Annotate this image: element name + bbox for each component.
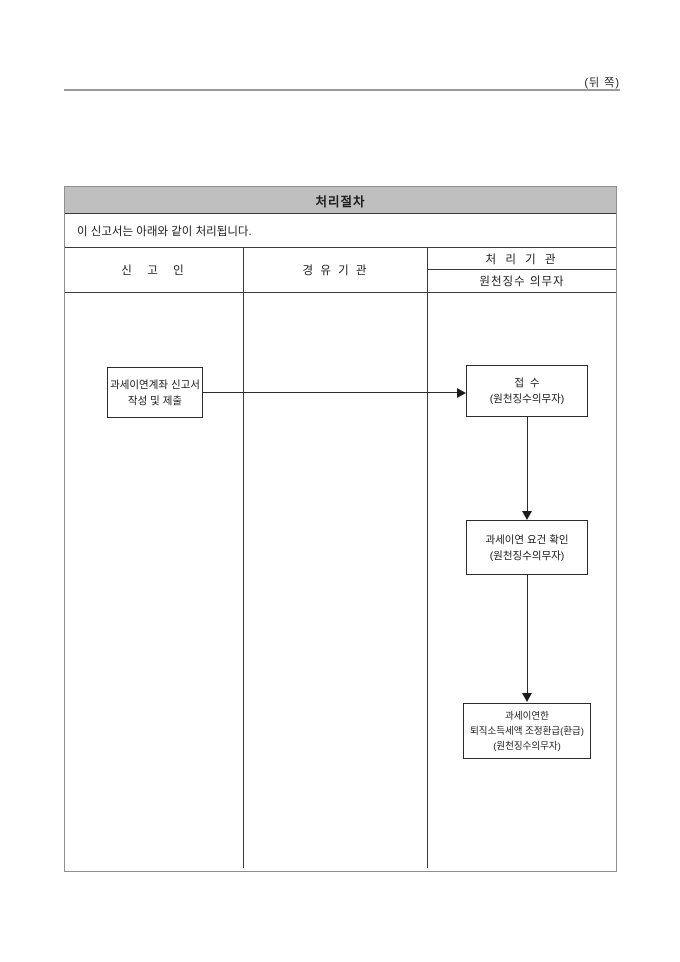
flow-box-line: 과세이연 요건 확인 [485, 533, 569, 546]
flow-connector-vertical [527, 575, 528, 693]
column-header-declarant: 신 고 인 [65, 248, 244, 292]
flow-box-line: 작성 및 제출 [127, 394, 183, 407]
page-side-label: (뒤 쪽) [584, 77, 620, 89]
flow-connector-vertical [527, 417, 528, 511]
arrow-right-icon [457, 388, 466, 398]
flow-box-line: (원천징수의무자) [489, 549, 565, 562]
flow-box-line: 접 수 [514, 377, 540, 389]
arrow-down-icon [522, 693, 532, 702]
flow-box-prepare-submit: 과세이연계좌 신고서 작성 및 제출 [107, 367, 203, 418]
flow-connector-horizontal [203, 392, 457, 393]
flow-box-adjust-refund: 과세이연한 퇴직소득세액 조정환급(환급) (원천징수의무자) [463, 703, 591, 759]
flow-box-line: 과세이연한 [505, 710, 549, 722]
column-header-processing-agency: 처 리 기 관 원천징수 의무자 [428, 248, 616, 292]
column-divider [243, 293, 244, 868]
flow-box-verify-requirements: 과세이연 요건 확인 (원천징수의무자) [466, 520, 588, 575]
flow-box-line: 퇴직소득세액 조정환급(환급) [470, 725, 584, 737]
column-header-via-agency: 경 유 기 관 [244, 248, 428, 292]
procedure-title: 처리절차 [65, 187, 616, 214]
withholding-agent-label: 원천징수 의무자 [479, 276, 565, 288]
flow-box-line: (원천징수의무자) [489, 393, 565, 405]
processing-agency-label: 처 리 기 관 [428, 248, 616, 270]
arrow-down-icon [522, 511, 532, 520]
flow-box-receipt: 접 수 (원천징수의무자) [466, 365, 588, 417]
flow-box-line: (원천징수의무자) [493, 740, 561, 752]
procedure-note: 이 신고서는 아래와 같이 처리됩니다. [65, 214, 616, 248]
flowchart-area: 과세이연계좌 신고서 작성 및 제출 접 수 (원천징수의무자) 과세이연 요건… [65, 293, 616, 868]
top-rule [64, 89, 620, 91]
column-divider [427, 293, 428, 868]
column-header-row: 신 고 인 경 유 기 관 처 리 기 관 원천징수 의무자 [65, 248, 616, 293]
flow-box-line: 과세이연계좌 신고서 [110, 378, 200, 391]
procedure-table: 처리절차 이 신고서는 아래와 같이 처리됩니다. 신 고 인 경 유 기 관 … [64, 186, 617, 872]
